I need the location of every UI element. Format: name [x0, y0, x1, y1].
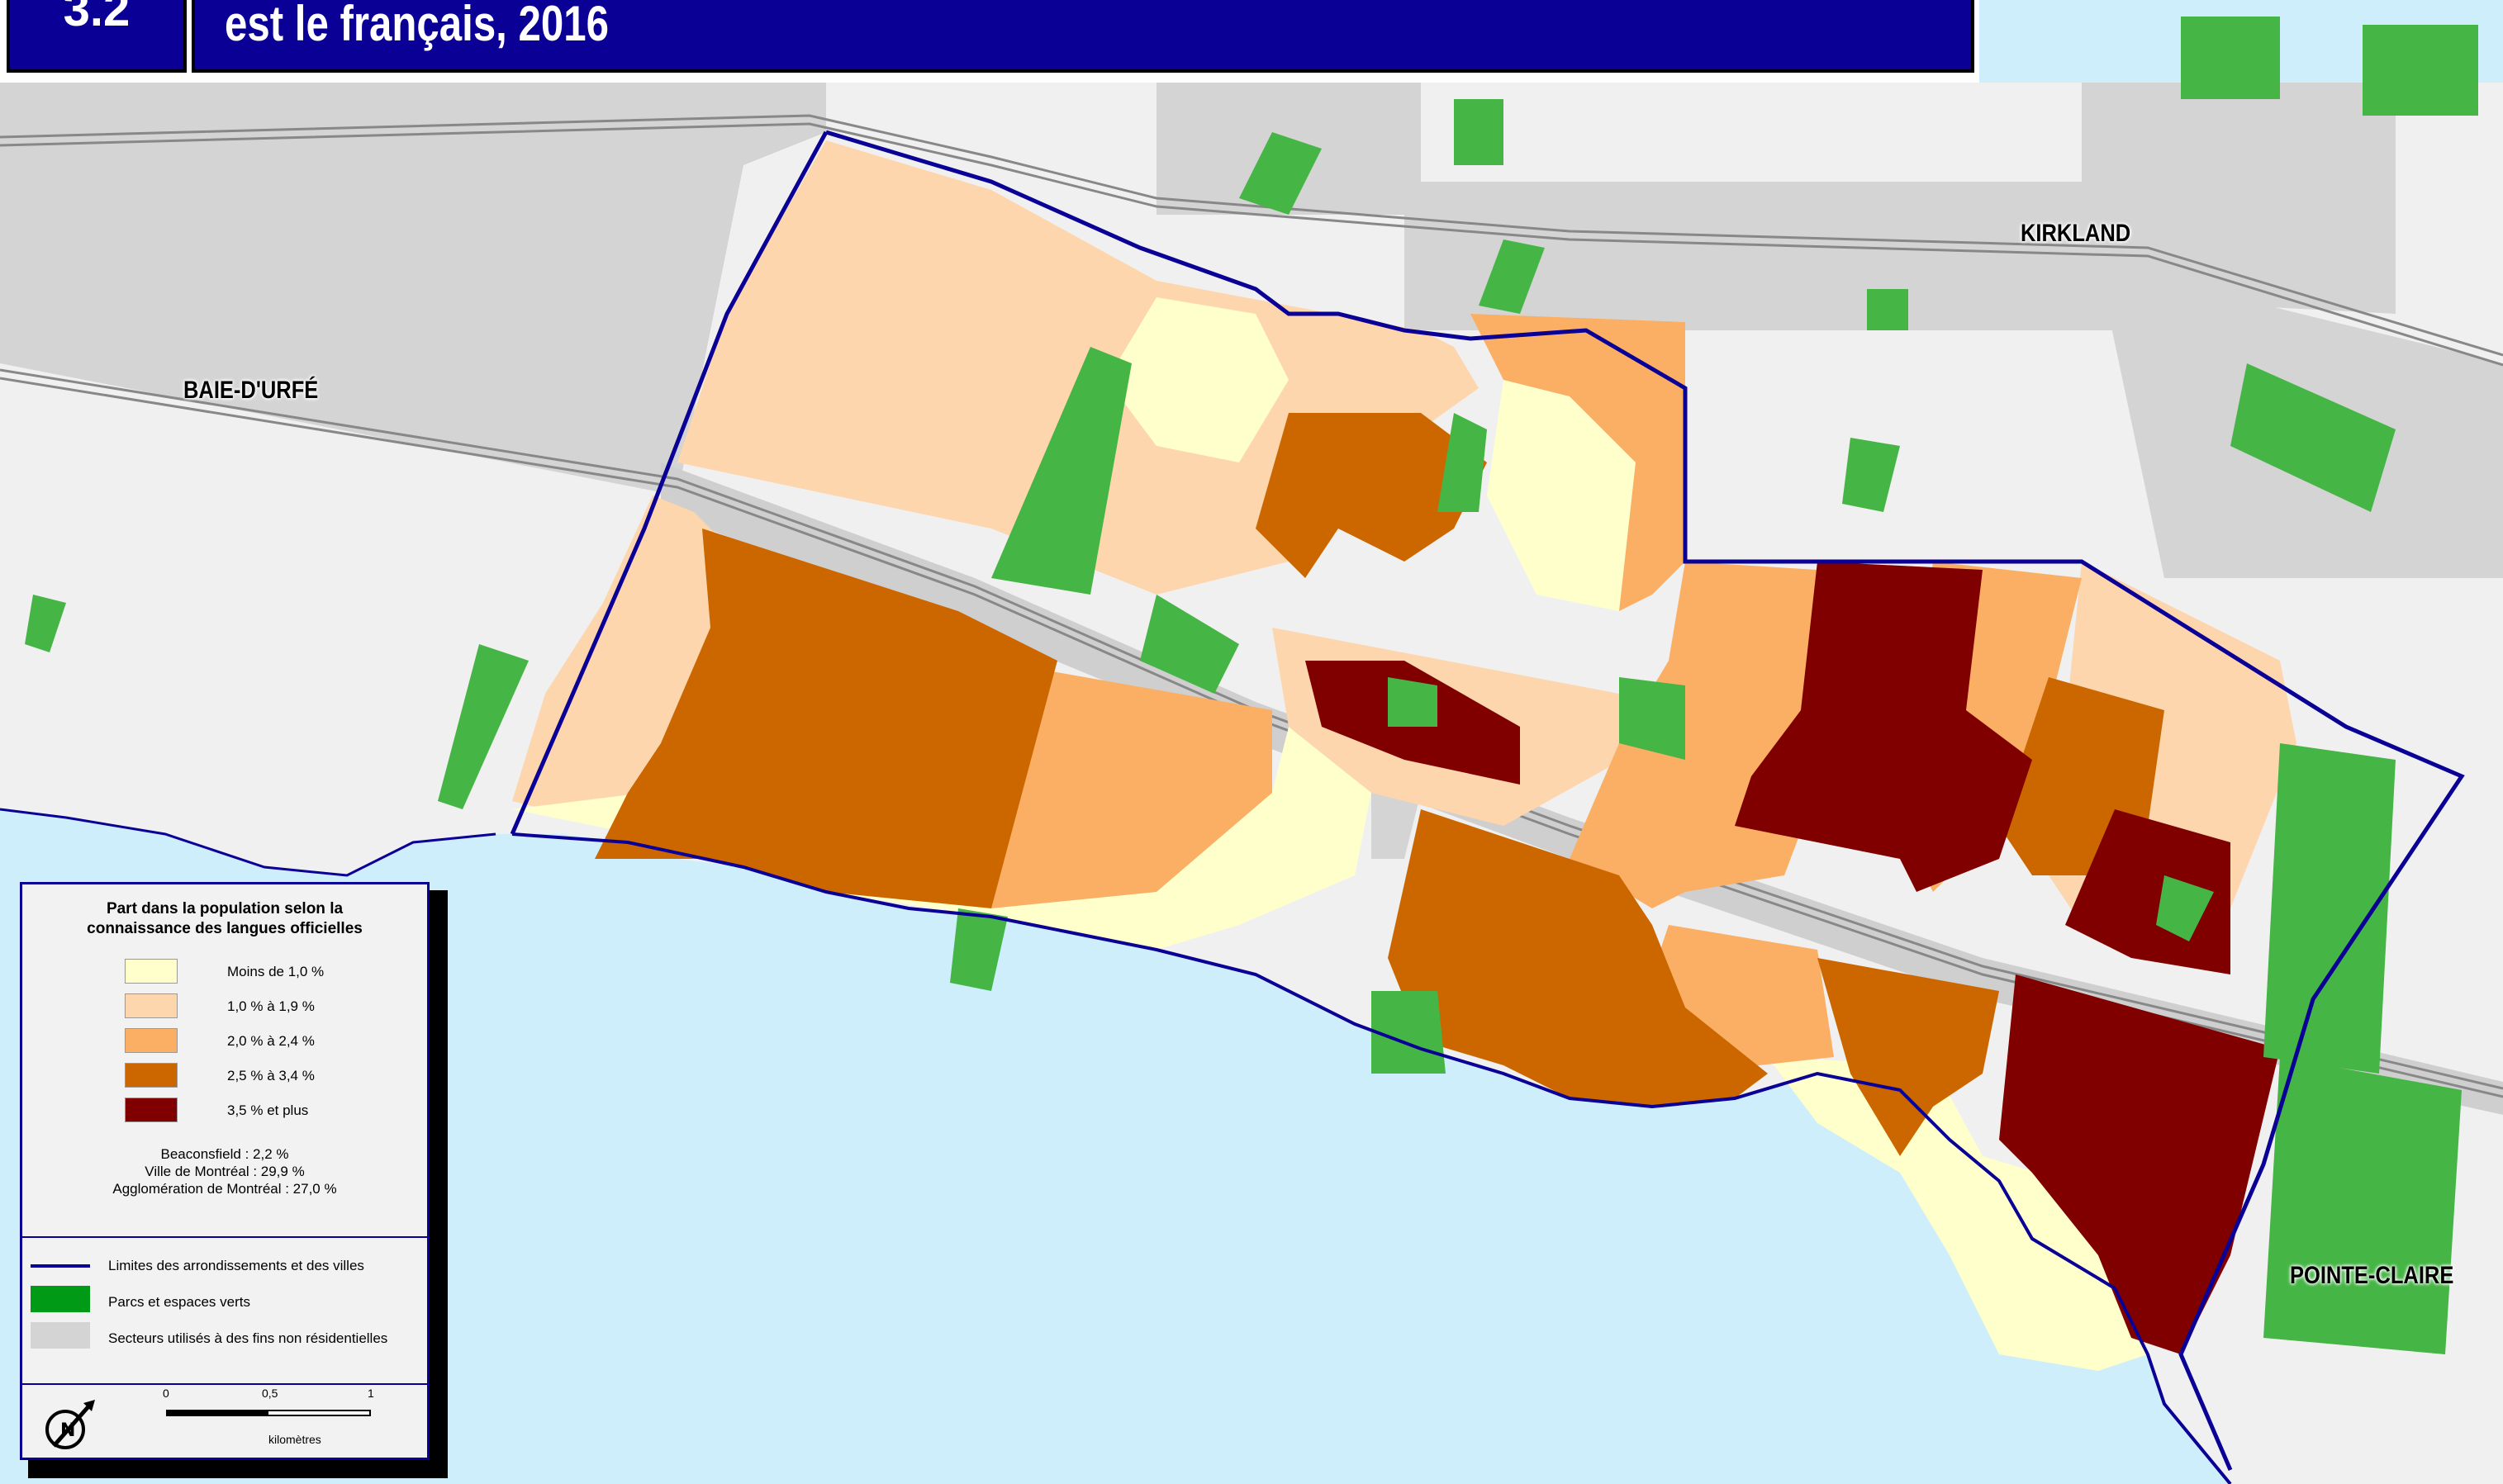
- legend-park-swatch: [31, 1286, 90, 1312]
- western-shoreline: [0, 808, 496, 877]
- scale-tick-1: 1: [368, 1387, 374, 1400]
- legend-label-class-3: 2,0 % à 2,4 %: [227, 1033, 315, 1049]
- stat-beaconsfield: Beaconsfield : 2,2 %: [160, 1146, 289, 1162]
- scale-bar-first-half: [166, 1410, 268, 1416]
- legend-stats: Beaconsfield : 2,2 % Ville de Montréal :…: [22, 1145, 427, 1197]
- legend-title: Part dans la population selon la connais…: [22, 899, 427, 939]
- place-label-baie-durfe: BAIE-D'URFÉ: [183, 377, 319, 404]
- legend: Part dans la population selon la connais…: [20, 882, 430, 1460]
- title-bar: est le français, 2016: [192, 0, 1974, 73]
- north-arrow-icon: N: [45, 1400, 95, 1449]
- legend-separator: [22, 1236, 427, 1238]
- legend-swatch-class-2: [125, 993, 178, 1018]
- legend-swatch-class-3: [125, 1028, 178, 1053]
- place-label-pointe-claire: POINTE-CLAIRE: [2290, 1262, 2454, 1289]
- legend-title-line2: connaissance des langues officielles: [87, 920, 363, 937]
- title-area: 3.2 est le français, 2016: [0, 0, 1979, 83]
- map-number: 3.2: [7, 0, 187, 73]
- stat-agglomeration: Agglomération de Montréal : 27,0 %: [112, 1181, 337, 1197]
- scale-unit-label: kilomètres: [268, 1433, 321, 1446]
- legend-boundary-label: Limites des arrondissements et des ville…: [108, 1258, 364, 1273]
- place-label-kirkland: KIRKLAND: [2021, 220, 2131, 247]
- shoreline: [511, 832, 2232, 1484]
- legend-title-line1: Part dans la population selon la: [106, 900, 344, 917]
- beaconsfield-boundary-west: [510, 130, 829, 835]
- legend-swatch-class-1: [125, 959, 178, 984]
- non-residential-areas: [0, 83, 2503, 859]
- legend-label-class-5: 3,5 % et plus: [227, 1102, 309, 1118]
- scale-tick-0-5: 0,5: [262, 1387, 278, 1400]
- legend-label-class-2: 1,0 % à 1,9 %: [227, 998, 315, 1014]
- parks: [25, 17, 2478, 1354]
- scale-bar-second-half: [267, 1410, 371, 1416]
- legend-label-class-1: Moins de 1,0 %: [227, 964, 325, 979]
- legend-nonres-label: Secteurs utilisés à des fins non résiden…: [108, 1330, 388, 1346]
- zones-3-5-and-more: [1305, 562, 2280, 1354]
- legend-nonres-swatch: [31, 1322, 90, 1349]
- legend-separator-2: [22, 1383, 427, 1385]
- svg-text:N: N: [60, 1420, 75, 1441]
- legend-boundary-line: [31, 1264, 90, 1268]
- legend-label-class-4: 2,5 % à 3,4 %: [227, 1068, 315, 1083]
- zones-2-5-to-3-4: [595, 413, 2164, 1156]
- legend-swatch-class-4: [125, 1063, 178, 1088]
- legend-park-label: Parcs et espaces verts: [108, 1294, 250, 1310]
- map-title: est le français, 2016: [225, 0, 609, 51]
- scale-tick-0: 0: [163, 1387, 169, 1400]
- stat-ville-montreal: Ville de Montréal : 29,9 %: [145, 1164, 305, 1179]
- legend-swatch-class-5: [125, 1098, 178, 1122]
- beaconsfield-boundary: [825, 130, 2465, 1471]
